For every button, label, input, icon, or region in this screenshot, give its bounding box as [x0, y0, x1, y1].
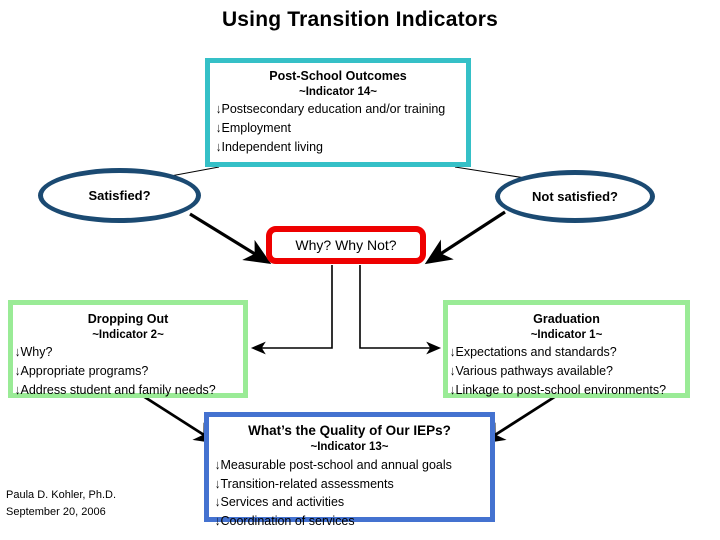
list-item-label: Appropriate programs?: [20, 364, 149, 379]
list-item: ↓Various pathways available?: [450, 362, 685, 381]
outcomes-subheading: ~Indicator 14~: [299, 85, 377, 98]
list-item-label: Measurable post-school and annual goals: [220, 457, 452, 472]
ieps-subheading: ~Indicator 13~: [310, 440, 389, 453]
dropping-out-bullet-list: ↓Why? ↓Appropriate programs? ↓Address st…: [13, 343, 243, 399]
graduation-bullet-list: ↓Expectations and standards? ↓Various pa…: [448, 343, 685, 399]
list-item: ↓Employment: [216, 119, 466, 138]
down-arrow-icon: ↓: [15, 363, 21, 379]
footer-author: Paula D. Kohler, Ph.D.: [6, 489, 117, 501]
list-item-label: Employment: [221, 121, 291, 136]
dropping-out-box: Dropping Out ~Indicator 2~ ↓Why? ↓Approp…: [8, 300, 248, 398]
graduation-subheading: ~Indicator 1~: [530, 328, 603, 341]
satisfied-node: Satisfied?: [38, 168, 201, 223]
down-arrow-icon: ↓: [15, 344, 21, 360]
down-arrow-icon: ↓: [216, 120, 222, 136]
list-item-label: Postsecondary education and/or training: [221, 102, 446, 117]
not-satisfied-node-label: Not satisfied?: [532, 189, 618, 204]
down-arrow-icon: ↓: [215, 475, 221, 491]
list-item: ↓Coordination of services: [215, 512, 490, 531]
post-school-outcomes-box: Post-School Outcomes ~Indicator 14~ ↓Pos…: [205, 58, 471, 167]
outcomes-bullet-list: ↓Postsecondary education and/or training…: [210, 100, 466, 156]
list-item-label: Transition-related assessments: [220, 476, 394, 491]
down-arrow-icon: ↓: [215, 494, 221, 510]
list-item-label: Services and activities: [220, 495, 345, 510]
why-why-not-box: Why? Why Not?: [266, 226, 426, 264]
ieps-bullet-list: ↓Measurable post-school and annual goals…: [209, 456, 490, 531]
list-item-label: Address student and family needs?: [20, 382, 216, 397]
graduation-heading: Graduation: [533, 312, 600, 326]
not-satisfied-node: Not satisfied?: [495, 170, 655, 223]
down-arrow-icon: ↓: [216, 138, 222, 154]
ieps-heading: What’s the Quality of Our IEPs?: [248, 423, 451, 438]
list-item: ↓Appropriate programs?: [15, 362, 243, 381]
down-arrow-icon: ↓: [15, 381, 21, 397]
list-item-label: Coordination of services: [220, 514, 355, 528]
satisfied-node-label: Satisfied?: [88, 188, 151, 203]
list-item-label: Expectations and standards?: [455, 345, 617, 360]
edge-why-to-dropping: [250, 265, 333, 355]
list-item: ↓Address student and family needs?: [15, 381, 243, 400]
down-arrow-icon: ↓: [215, 456, 221, 472]
edge-satisfied-to-why: [189, 212, 272, 265]
list-item: ↓Postsecondary education and/or training: [216, 100, 466, 119]
down-arrow-icon: ↓: [215, 513, 221, 528]
dropping-out-subheading: ~Indicator 2~: [92, 328, 164, 341]
list-item: ↓Independent living: [216, 138, 466, 157]
list-item: ↓Transition-related assessments: [215, 475, 490, 494]
list-item: ↓Measurable post-school and annual goals: [215, 456, 490, 475]
graduation-box: Graduation ~Indicator 1~ ↓Expectations a…: [443, 300, 690, 398]
list-item: ↓Why?: [15, 343, 243, 362]
list-item-label: Independent living: [221, 139, 323, 154]
list-item: ↓Services and activities: [215, 493, 490, 512]
footer-date: September 20, 2006: [6, 505, 106, 518]
dropping-out-heading: Dropping Out: [87, 312, 169, 326]
slide-title: Using Transition Indicators: [221, 8, 499, 31]
outcomes-heading: Post-School Outcomes: [269, 69, 407, 83]
list-item-label: Why?: [20, 345, 53, 360]
footer-credit: Paula D. Kohler, Ph.D. September 20, 200…: [6, 487, 116, 520]
list-item-label: Linkage to post-school environments?: [455, 382, 667, 397]
down-arrow-icon: ↓: [450, 344, 456, 360]
list-item-label: Various pathways available?: [455, 364, 614, 379]
down-arrow-icon: ↓: [216, 101, 222, 117]
list-item: ↓Linkage to post-school environments?: [450, 381, 685, 400]
edge-notsatisfied-to-why: [424, 210, 506, 265]
list-item: ↓Expectations and standards?: [450, 343, 685, 362]
edge-why-to-graduation: [359, 265, 442, 355]
down-arrow-icon: ↓: [450, 381, 456, 397]
why-why-not-label: Why? Why Not?: [295, 237, 397, 253]
down-arrow-icon: ↓: [450, 363, 456, 379]
iep-quality-box: What’s the Quality of Our IEPs? ~Indicat…: [204, 412, 495, 528]
